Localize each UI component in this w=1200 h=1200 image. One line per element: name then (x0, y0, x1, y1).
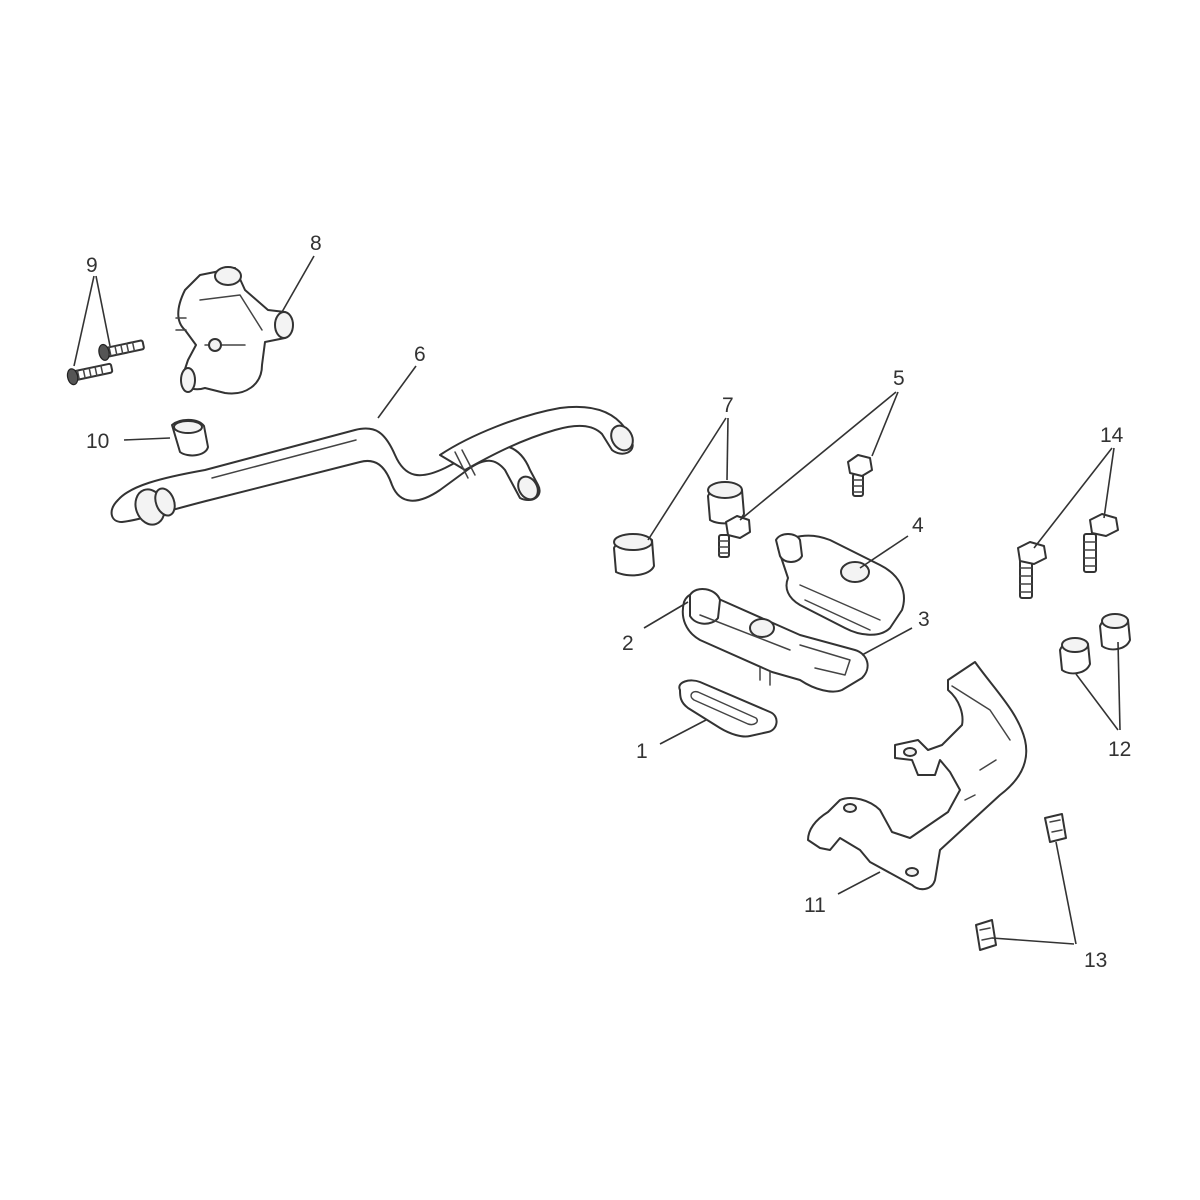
part-11-bracket (807, 661, 1028, 891)
callout-9: 9 (86, 254, 98, 277)
callout-14: 14 (1100, 424, 1124, 447)
callout-3: 3 (918, 608, 930, 631)
part-5-bolts (718, 454, 873, 558)
part-12-grommets (1059, 613, 1131, 675)
leader-lines (73, 255, 1121, 945)
part-2-reed-valve-body (681, 588, 869, 693)
part-8-air-valve (175, 266, 294, 395)
callout-1: 1 (636, 740, 648, 763)
part-9-screws (66, 339, 145, 386)
callout-11: 11 (804, 894, 826, 917)
part-6-air-hose (110, 405, 634, 526)
callout-8: 8 (310, 232, 322, 255)
callout-6: 6 (414, 343, 426, 366)
callout-5: 5 (893, 367, 905, 390)
callout-13: 13 (1084, 949, 1107, 972)
callout-7: 7 (722, 394, 734, 417)
callout-12: 12 (1108, 738, 1131, 761)
callout-labels: 9 8 6 10 7 5 4 3 2 1 14 12 11 13 (86, 232, 1131, 972)
part-1-gasket (678, 679, 778, 738)
part-13-clips (975, 813, 1067, 951)
part-10-hose-clip (171, 418, 209, 457)
part-4-valve-cover (775, 533, 905, 636)
part-14-bolts (1017, 513, 1119, 599)
callout-4: 4 (912, 514, 924, 537)
callout-10: 10 (86, 430, 109, 453)
callout-2: 2 (622, 632, 634, 655)
part-7-hose-clips (613, 481, 745, 577)
